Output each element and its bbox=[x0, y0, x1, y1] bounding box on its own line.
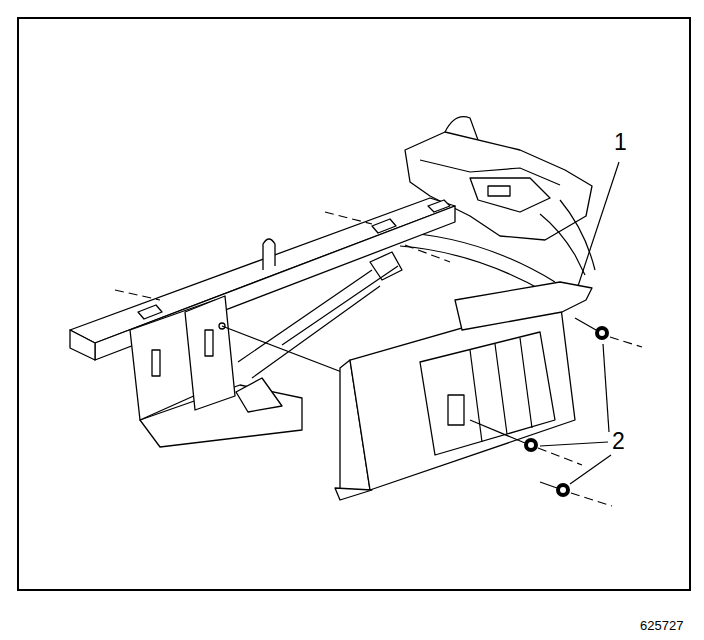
battery-tray-bracket bbox=[222, 282, 642, 506]
centerline bbox=[405, 245, 450, 262]
leader-line bbox=[603, 344, 609, 432]
bracket-rib bbox=[520, 338, 532, 428]
centerline bbox=[115, 290, 160, 300]
slot bbox=[205, 330, 213, 356]
bolt-axis bbox=[470, 420, 525, 443]
side-plate bbox=[185, 296, 235, 410]
mount-pad bbox=[470, 178, 550, 212]
nuts bbox=[524, 326, 609, 497]
callout-number: 2 bbox=[612, 430, 625, 453]
mount-leg bbox=[540, 214, 585, 275]
bracket-window bbox=[448, 395, 464, 425]
bracket-top-flange bbox=[455, 282, 592, 330]
callout-number: 1 bbox=[614, 131, 627, 154]
nut bbox=[595, 326, 609, 340]
leader-line bbox=[578, 162, 619, 286]
mount-slot bbox=[488, 186, 510, 196]
nut-bore bbox=[528, 442, 534, 448]
border-frame bbox=[18, 18, 690, 590]
leader-line bbox=[540, 442, 608, 446]
engine-mount bbox=[405, 117, 595, 275]
slot bbox=[152, 350, 160, 376]
rail-bump bbox=[428, 200, 450, 212]
centerline bbox=[571, 493, 612, 506]
bracket-rib bbox=[470, 350, 482, 442]
strut bbox=[282, 266, 398, 345]
centerline bbox=[538, 448, 582, 465]
centerline bbox=[610, 337, 642, 347]
figure-number: 625727 bbox=[640, 619, 683, 632]
rail-bump bbox=[138, 305, 162, 319]
bolt-axis bbox=[222, 326, 360, 379]
bracket-recess bbox=[420, 332, 555, 455]
nut bbox=[556, 483, 570, 497]
rail-post bbox=[263, 239, 275, 270]
bolt-axis bbox=[540, 482, 557, 488]
bracket-lip bbox=[335, 488, 372, 500]
centerline bbox=[325, 212, 372, 224]
leader-line bbox=[570, 455, 611, 484]
brace-edge bbox=[400, 246, 545, 292]
bracket-rib bbox=[495, 344, 507, 434]
dashed-centerlines bbox=[115, 212, 450, 300]
brace-edge bbox=[395, 232, 555, 282]
leader-lines bbox=[540, 162, 619, 484]
rail-bump bbox=[372, 219, 396, 233]
nut bbox=[524, 438, 538, 452]
mount-leg bbox=[560, 200, 595, 270]
rail-top bbox=[70, 198, 455, 343]
nut-bore bbox=[599, 330, 605, 336]
strut bbox=[238, 270, 372, 362]
bolt-axis bbox=[575, 318, 596, 330]
nut-bore bbox=[560, 487, 566, 493]
rail-end bbox=[70, 330, 95, 360]
crossmember-rail bbox=[70, 198, 455, 360]
lower-opening bbox=[236, 378, 282, 412]
